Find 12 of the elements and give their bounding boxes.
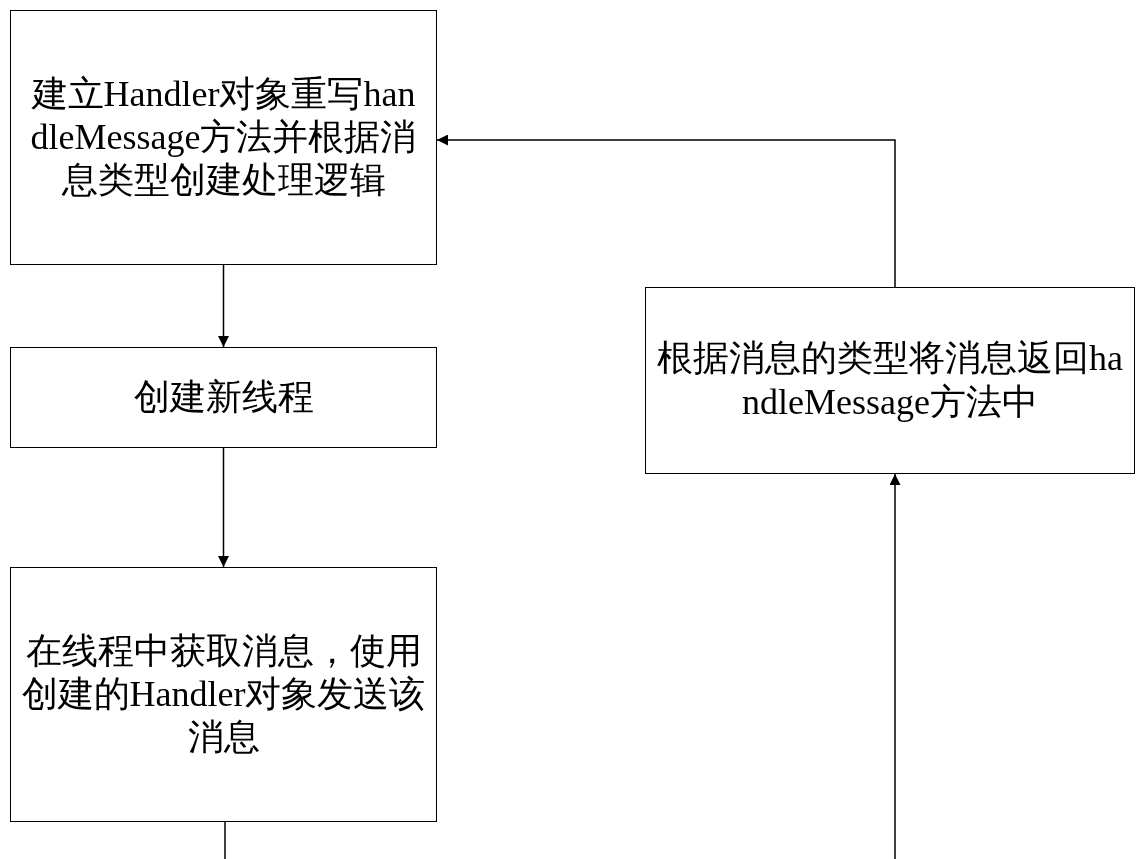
arrow	[218, 264, 229, 348]
arrow	[218, 447, 229, 568]
process-box	[10, 347, 437, 448]
arrow	[436, 134, 896, 288]
arrow	[889, 473, 901, 859]
box-text: 在线程中获取消息，使用创建的Handler对象发送该消息	[20, 629, 427, 760]
process-box	[10, 10, 437, 265]
box-text: 创建新线程	[133, 375, 314, 419]
box-text: 建立Handler对象重写handleMessage方法并根据消息类型创建处理逻辑	[29, 72, 418, 203]
process-box	[645, 287, 1135, 474]
box-text: 根据消息的类型将消息返回handleMessage方法中	[656, 337, 1124, 424]
process-box	[10, 567, 437, 822]
